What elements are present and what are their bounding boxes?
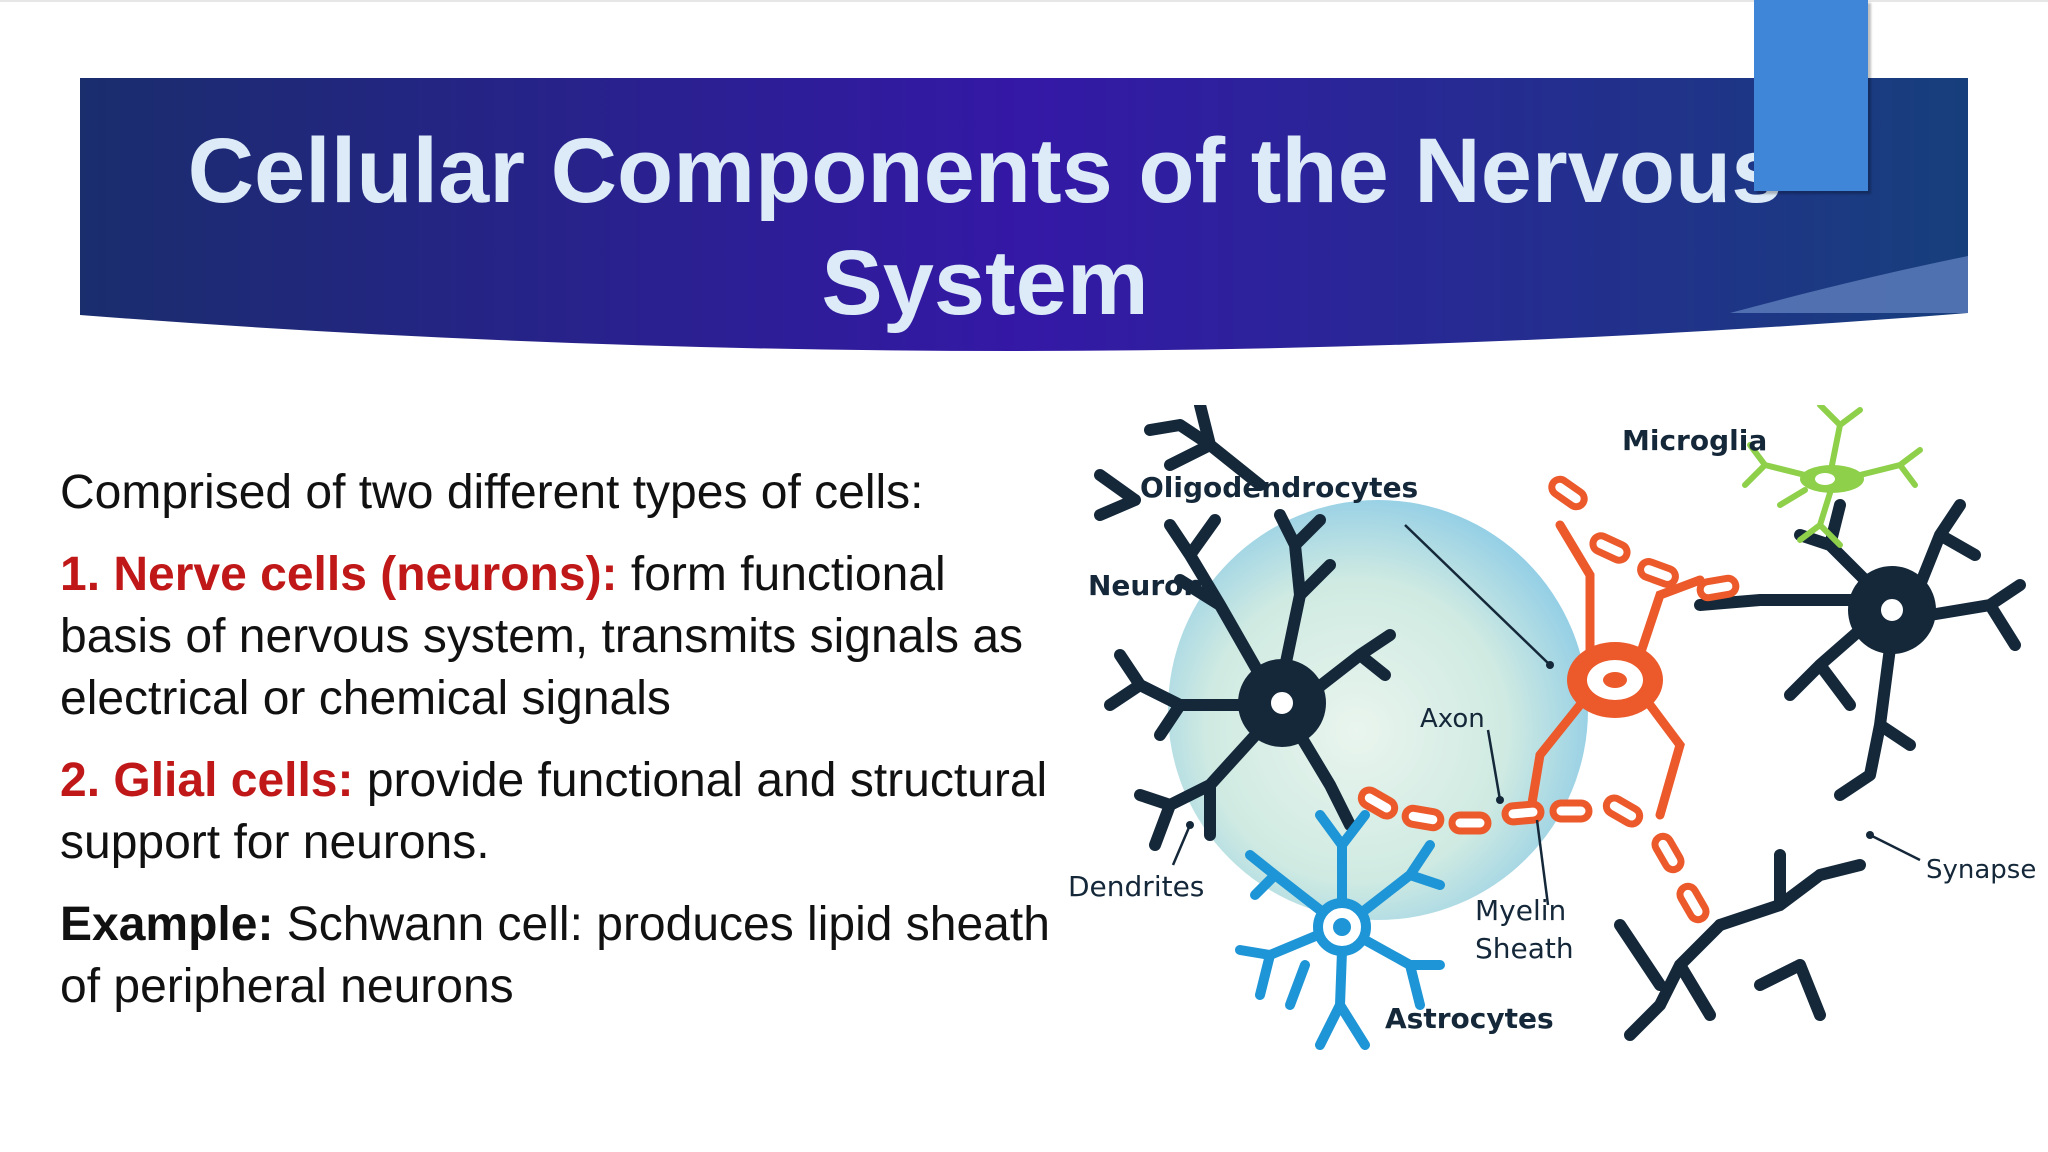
intro-text: Comprised of two different types of cell… <box>60 466 924 519</box>
neuron-top <box>1094 399 1266 521</box>
slide-title: Cellular Components of the Nervous Syste… <box>187 120 1783 334</box>
label-oligodendrocytes: Oligodendrocytes <box>1140 471 1418 504</box>
microglia <box>1742 402 1923 548</box>
label-astrocytes: Astrocytes <box>1385 1002 1554 1035</box>
myelin-sheath-segments <box>1357 475 1740 924</box>
neuron-left <box>1104 509 1396 851</box>
example-body: Schwann cell: produces lipid sheath of p… <box>60 898 1050 1013</box>
item-glial: 2. Glial cells: provide functional and s… <box>60 750 1060 874</box>
nervous-system-diagram: Oligodendrocytes Microglia Neuron Axon D… <box>1060 399 2048 1075</box>
slide-body: Comprised of two different types of cell… <box>60 462 1060 1038</box>
example-text: Example: Schwann cell: produces lipid sh… <box>60 894 1060 1018</box>
item-neurons-text: form functional basis of nervous system,… <box>60 548 1024 725</box>
label-dendrites: Dendrites <box>1068 870 1204 903</box>
label-myelin-line2: Sheath <box>1475 932 1574 965</box>
neuron-right <box>1694 499 2026 801</box>
item-neurons: 1. Nerve cells (neurons): form functiona… <box>60 544 1060 730</box>
label-microglia: Microglia <box>1622 424 1767 457</box>
item-glial-text: provide functional and structural suppor… <box>60 754 1048 869</box>
item-glial-label: 2. Glial cells: <box>60 754 354 807</box>
example-label: Example: <box>60 898 274 951</box>
astrocyte <box>1235 810 1445 1050</box>
top-border-line <box>0 0 2048 2</box>
label-axon: Axon <box>1420 704 1485 734</box>
label-dots <box>1186 661 1874 839</box>
oligodendrocyte <box>1525 520 1705 820</box>
label-neuron: Neuron <box>1088 569 1203 602</box>
title-banner <box>80 78 1968 381</box>
label-synapse: Synapse <box>1926 855 2036 885</box>
label-myelin-line1: Myelin <box>1475 894 1566 927</box>
accent-rectangle <box>1754 0 1868 191</box>
label-leader-lines <box>1171 524 1921 906</box>
neuron-bottom <box>1614 849 1866 1041</box>
item-neurons-label: 1. Nerve cells (neurons): <box>60 548 618 601</box>
